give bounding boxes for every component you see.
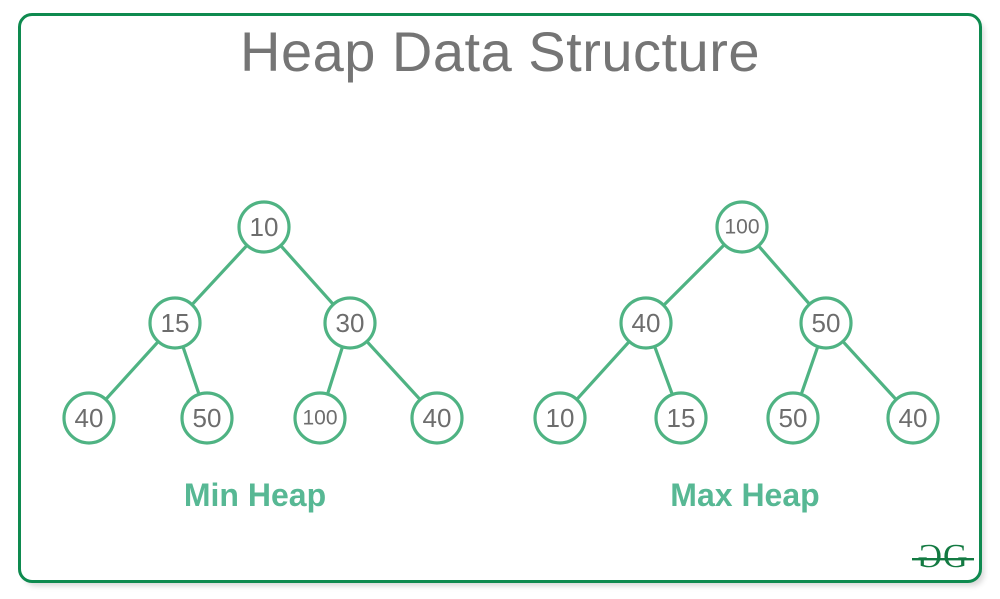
- max-heap-label: Max Heap: [670, 477, 820, 513]
- page-title: Heap Data Structure: [240, 20, 760, 83]
- logo-reversed-g-icon: G: [917, 538, 942, 575]
- logo-g-icon: G: [943, 538, 968, 575]
- geeksforgeeks-logo: G G: [912, 538, 974, 575]
- logo-strike-bar: [912, 558, 974, 561]
- min-heap-label: Min Heap: [183, 477, 327, 513]
- logo-glyphs: G G: [912, 538, 974, 575]
